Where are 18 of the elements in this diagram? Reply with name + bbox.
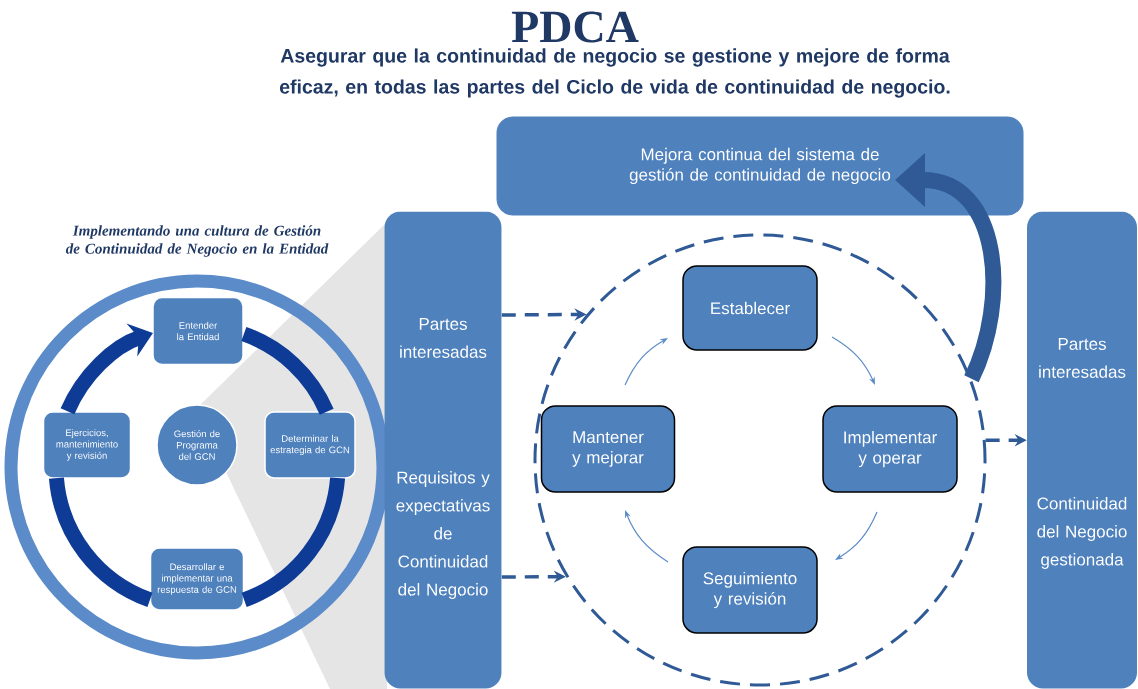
arrow	[835, 511, 878, 560]
dashed-circle	[533, 233, 987, 687]
side-panel: Partes interesadas Requisitos y expectativas de Continuidad del Negocio	[384, 211, 502, 689]
process-box: Seguimiento y revisión	[682, 546, 818, 634]
title: PDCA	[511, 11, 639, 43]
process-box: Desarrollar e implementar una respuesta de GCN	[149, 547, 245, 611]
banner-box: Mejora continua del sistema de gestión de continuidad de negocio	[496, 116, 1024, 216]
ring-heading: Implementando una cultura de Gestión de Continuidad de Negocio en la Entidad	[65, 225, 329, 257]
process-box: Implementar y operar	[822, 405, 958, 493]
arrow	[831, 336, 875, 385]
process-box: Mantener y mejorar	[540, 405, 676, 493]
side-panel: Partes interesadas Continuidad del Negocio gestionada	[1027, 211, 1137, 689]
process-box: Ejercicios, mantenimiento y revisión	[42, 411, 132, 479]
process-box: Determinar la estrategia de GCN	[264, 411, 356, 479]
process-box: Establecer	[682, 265, 818, 351]
subtitle: Asegurar que la continuidad de negocio se gestione y mejore de forma eficaz, en todas las partes del Ciclo de vida de continuidad de negocio.	[279, 48, 950, 98]
process-box: Entender la Entidad	[152, 296, 244, 366]
arrow	[624, 338, 668, 386]
